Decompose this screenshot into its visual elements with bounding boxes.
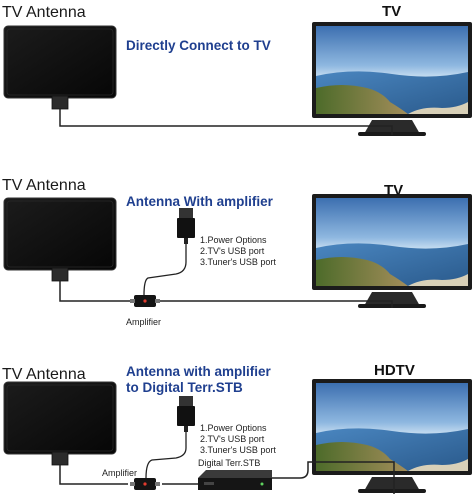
panel-1-graphics xyxy=(3,22,472,136)
connection-headline: Antenna with amplifier xyxy=(126,364,271,379)
connection-headline: Directly Connect to TV xyxy=(126,38,271,53)
connection-headline-line2: to Digital Terr.STB xyxy=(126,380,243,395)
amplifier-label: Amplifier xyxy=(126,317,162,327)
panel-2-graphics xyxy=(3,194,472,308)
usb-power-cable xyxy=(145,432,187,479)
power-option: 1.Power Options xyxy=(200,423,267,433)
amplifier-image xyxy=(130,295,160,307)
stb-label: Digital Terr.STB xyxy=(198,458,261,468)
power-option: 3.Tuner's USB port xyxy=(200,445,276,455)
coax-cable xyxy=(160,300,393,308)
antenna-title: TV Antenna xyxy=(2,366,86,383)
tv-title: TV xyxy=(382,3,402,20)
power-option: 2.TV's USB port xyxy=(200,434,265,444)
coax-cable xyxy=(59,281,132,302)
antenna-image xyxy=(3,197,117,282)
panel-3-graphics xyxy=(3,379,472,494)
antenna-image xyxy=(3,25,117,110)
connection-headline: Antenna With amplifier xyxy=(126,194,273,209)
coax-cable xyxy=(59,109,393,135)
amplifier-label: Amplifier xyxy=(102,468,138,478)
usb-power-cable xyxy=(143,244,187,296)
usb-power-adapter xyxy=(177,396,195,432)
tv-image xyxy=(312,194,472,308)
usb-power-adapter xyxy=(177,208,195,244)
power-option: 1.Power Options xyxy=(200,235,267,245)
antenna-title: TV Antenna xyxy=(2,177,86,194)
power-option: 2.TV's USB port xyxy=(200,246,265,256)
power-option: 3.Tuner's USB port xyxy=(200,257,276,267)
hdmi-cable xyxy=(270,461,395,494)
antenna-image xyxy=(3,381,117,466)
hdtv-title: HDTV xyxy=(374,362,415,379)
amplifier-image xyxy=(130,478,160,490)
set-top-box-image xyxy=(198,470,272,490)
tv-title: TV xyxy=(384,182,404,199)
coax-cable xyxy=(59,465,128,485)
tv-image xyxy=(312,22,472,136)
antenna-title: TV Antenna xyxy=(2,4,86,21)
tv-image xyxy=(312,379,472,493)
